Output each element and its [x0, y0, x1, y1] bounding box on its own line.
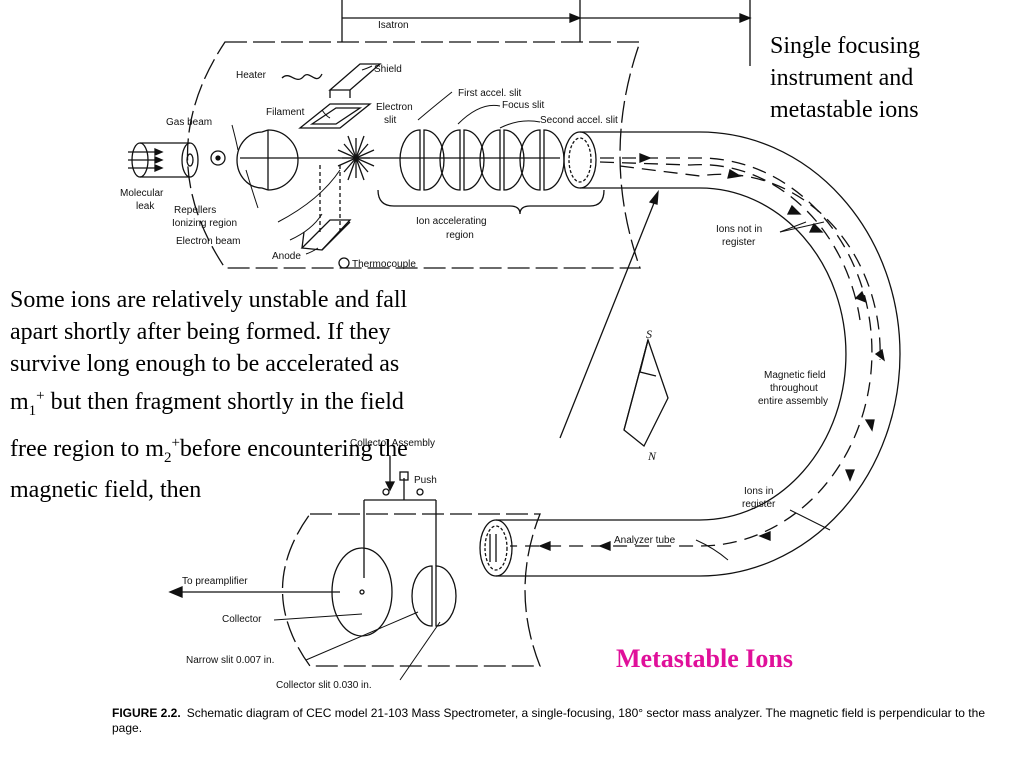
repeller-plates	[236, 129, 299, 191]
label-repellers: Repellers	[174, 205, 216, 216]
shield	[328, 63, 382, 98]
label-ions-not-in: Ions not in	[716, 224, 762, 235]
label-molecular: Molecular	[120, 188, 164, 199]
label-ionizing-region: Ionizing region	[172, 218, 237, 229]
single-focusing-note: Single focusing instrument and metastabl…	[770, 30, 1010, 126]
label-gas-beam: Gas beam	[166, 117, 212, 128]
single-focusing-line: metastable ions	[770, 97, 919, 123]
label-slit: slit	[384, 115, 396, 126]
label-first-accel-slit: First accel. slit	[458, 88, 522, 99]
explanation-line: free region to m2+before encountering th…	[10, 427, 600, 474]
label-collector: Collector	[222, 614, 262, 625]
explanation-line: m1+ but then fragment shortly in the fie…	[10, 380, 600, 427]
label-collector-slit: Collector slit 0.030 in.	[276, 680, 372, 691]
label-focus-slit: Focus slit	[502, 100, 544, 111]
electron-slit	[399, 129, 445, 191]
first-accel-slit	[439, 129, 485, 191]
collector-slit	[411, 565, 457, 627]
label-entire-assembly: entire assembly	[758, 396, 828, 407]
explanation-text: before encountering the	[179, 435, 408, 462]
label-isatron: Isatron	[378, 20, 409, 31]
ion-charge: +	[36, 388, 45, 404]
label-narrow-slit: Narrow slit 0.007 in.	[186, 655, 274, 666]
caption-label: FIGURE 2.2.	[112, 706, 181, 720]
label-region: region	[446, 230, 474, 241]
thermocouple-icon	[338, 257, 350, 269]
label-anode: Anode	[272, 251, 301, 262]
label-throughout: throughout	[770, 383, 818, 394]
label-push: Push	[414, 475, 437, 486]
ion-subscript: 2	[163, 449, 172, 466]
label-leak: leak	[136, 201, 155, 212]
label-electron: Electron	[376, 102, 413, 113]
filament	[298, 103, 372, 129]
diagram-labels: Isatron Heater Shield Filament First acc…	[120, 20, 828, 691]
collector-housing	[281, 513, 541, 667]
ion-accelerating-bracket	[377, 189, 605, 215]
ion-subscript: 1	[28, 402, 37, 419]
label-pole-s: S	[646, 327, 652, 341]
ion-source-housing	[186, 41, 641, 269]
magnet-pole	[623, 337, 669, 448]
label-register-2: register	[742, 499, 776, 510]
collector-assembly	[363, 456, 437, 578]
isatron-dimension	[341, 0, 752, 66]
focus-slit	[479, 129, 525, 191]
label-second-accel-slit: Second accel. slit	[540, 115, 618, 126]
ion-m: m	[10, 389, 29, 415]
single-focusing-line: Single focusing	[770, 33, 920, 59]
label-shield: Shield	[374, 64, 402, 75]
label-electron-beam: Electron beam	[176, 236, 240, 247]
leader-line	[559, 197, 657, 439]
molecular-leak	[128, 142, 226, 178]
explanation-line: apart shortly after being formed. If the…	[10, 319, 391, 345]
leader-arrow	[648, 189, 659, 205]
label-register: register	[722, 237, 756, 248]
label-ions-in: Ions in	[744, 486, 773, 497]
preamplifier-line	[168, 586, 340, 598]
anode	[300, 219, 352, 251]
metastable-ions-title: Metastable Ions	[616, 644, 793, 673]
collector-plate	[331, 547, 393, 637]
label-analyzer-tube: Analyzer tube	[614, 535, 676, 546]
explanation-line: Some ions are relatively unstable and fa…	[10, 287, 408, 313]
label-pole-n: N	[647, 449, 657, 463]
explanation-text: but then fragment shortly in the field	[44, 389, 404, 415]
explanation-text: free region to m	[10, 435, 164, 462]
label-magnetic-field: Magnetic field	[764, 370, 826, 381]
caption-text: Schematic diagram of CEC model 21-103 Ma…	[112, 706, 985, 735]
explanation-line: magnetic field, then	[10, 476, 202, 503]
label-filament: Filament	[266, 107, 305, 118]
label-thermocouple: Thermocouple	[352, 259, 416, 270]
heater-coil	[281, 73, 323, 81]
label-collector-assembly: Collector Assembly	[350, 438, 435, 449]
analyzer-tube	[479, 131, 901, 577]
trajectory-arrows	[538, 153, 885, 551]
figure-caption: FIGURE 2.2.Schematic diagram of CEC mode…	[112, 706, 992, 736]
ion-charge: +	[171, 434, 180, 451]
label-to-preamplifier: To preamplifier	[182, 576, 248, 587]
label-leaders	[231, 65, 831, 681]
second-accel-slit	[519, 129, 565, 191]
label-ion-accelerating: Ion accelerating	[416, 216, 487, 227]
explanation-line: survive long enough to be accelerated as	[10, 351, 400, 377]
single-focusing-line: instrument and	[770, 65, 914, 91]
metastable-explanation: Some ions are relatively unstable and fa…	[10, 284, 600, 506]
label-heater: Heater	[236, 70, 267, 81]
